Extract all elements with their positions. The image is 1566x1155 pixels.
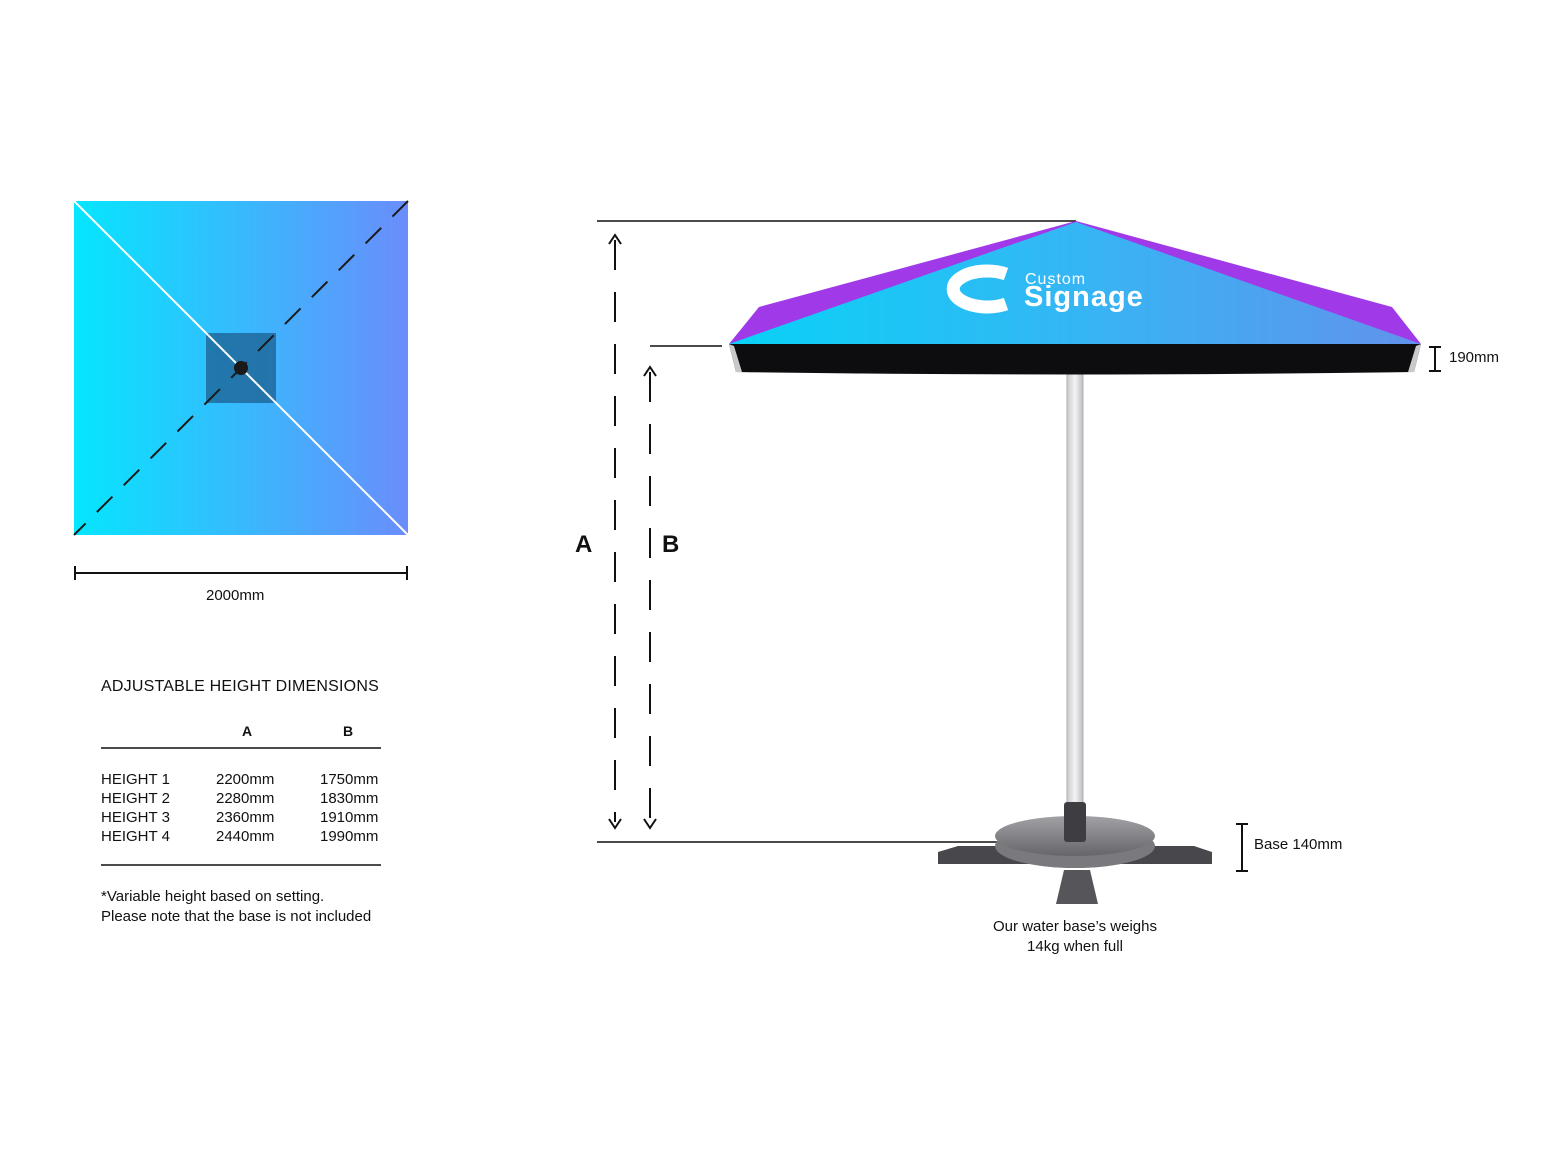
row-value-a: 2200mm bbox=[216, 771, 275, 788]
logo-c-mark bbox=[946, 264, 1009, 314]
row-value-a: 2360mm bbox=[216, 809, 275, 826]
width-label: 2000mm bbox=[206, 587, 265, 604]
dimension-b-arrow-up bbox=[643, 365, 657, 377]
table-column-b: B bbox=[343, 723, 354, 739]
row-label: HEIGHT 4 bbox=[101, 828, 170, 845]
logo-text-signage: Signage bbox=[1024, 281, 1144, 313]
canopy-valance-right-cap bbox=[1408, 344, 1421, 372]
row-label: HEIGHT 3 bbox=[101, 809, 170, 826]
row-value-b: 1830mm bbox=[320, 790, 379, 807]
canopy bbox=[729, 221, 1421, 375]
row-value-b: 1910mm bbox=[320, 809, 379, 826]
canopy-valance bbox=[729, 344, 1421, 375]
water-base-note-line2: 14kg when full bbox=[1027, 938, 1123, 955]
water-base-note-line1: Our water base’s weighs bbox=[993, 918, 1157, 935]
row-label: HEIGHT 1 bbox=[101, 771, 170, 788]
dimension-a-label: A bbox=[575, 531, 593, 558]
logo-text-custom: Custom bbox=[1025, 271, 1087, 288]
canopy-left-purple-panel bbox=[729, 221, 1076, 344]
side-view bbox=[597, 220, 1441, 904]
canopy-height-bracket bbox=[1429, 346, 1441, 372]
row-value-a: 2280mm bbox=[216, 790, 275, 807]
canopy-height-label: 190mm bbox=[1449, 349, 1500, 366]
canopy-front-panel bbox=[729, 222, 1421, 344]
dimension-a-arrow-down bbox=[608, 818, 622, 830]
canopy-valance-left-cap bbox=[729, 344, 742, 372]
dimension-b-label: B bbox=[662, 531, 680, 558]
table-note-line2: Please note that the base is not include… bbox=[101, 908, 372, 925]
umbrella-pole bbox=[1066, 367, 1084, 809]
water-base bbox=[938, 802, 1212, 904]
base-foot-front bbox=[1056, 870, 1098, 904]
dimension-a-arrow-up bbox=[608, 233, 622, 245]
top-view bbox=[73, 200, 409, 580]
base-height-bracket bbox=[1236, 823, 1248, 872]
row-value-b: 1750mm bbox=[320, 771, 379, 788]
base-socket bbox=[1064, 802, 1086, 842]
table-column-a: A bbox=[242, 723, 253, 739]
row-label: HEIGHT 2 bbox=[101, 790, 170, 807]
table-title: ADJUSTABLE HEIGHT DIMENSIONS bbox=[101, 678, 379, 695]
row-value-a: 2440mm bbox=[216, 828, 275, 845]
top-view-pole-dot bbox=[234, 361, 248, 375]
base-height-label: Base 140mm bbox=[1254, 836, 1343, 853]
canopy-right-purple-panel bbox=[1076, 221, 1421, 344]
dimension-b-arrow-down bbox=[643, 818, 657, 830]
table-note-line1: *Variable height based on setting. bbox=[101, 888, 325, 905]
row-value-b: 1990mm bbox=[320, 828, 379, 845]
